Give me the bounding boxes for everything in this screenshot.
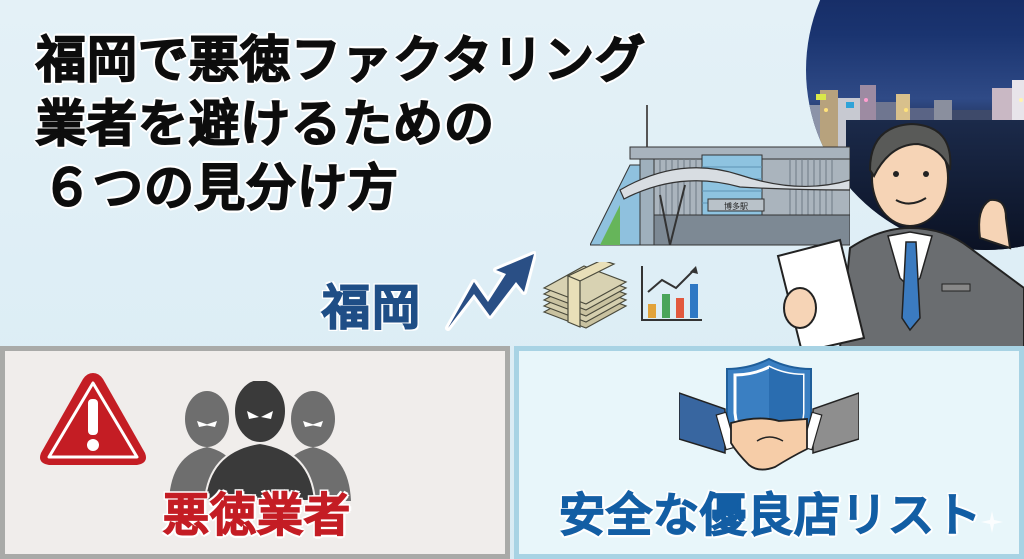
villains-icon bbox=[169, 381, 351, 501]
shield-handshake-icon bbox=[679, 357, 859, 471]
region-label: 福岡 bbox=[321, 279, 423, 337]
page-title: 福岡で悪徳ファクタリング 業者を避けるための ６つの見分け方 bbox=[35, 28, 646, 220]
safe-list-panel: 安全な優良店リスト bbox=[514, 346, 1024, 559]
bad-vendor-label: 悪徳業者 bbox=[162, 487, 351, 542]
businessman-illustration bbox=[776, 122, 1024, 348]
sparkle-icon bbox=[981, 511, 1003, 533]
title-line-2: 業者を避けるための bbox=[35, 94, 495, 154]
rising-arrow-icon bbox=[445, 251, 536, 331]
title-line-3: ６つの見分け方 bbox=[41, 158, 399, 218]
warning-triangle-icon bbox=[40, 373, 146, 465]
money-stack-icon bbox=[542, 262, 628, 329]
station-illustration: 博多駅 bbox=[590, 105, 850, 246]
safe-list-label: 安全な優良店リスト bbox=[558, 487, 982, 542]
station-sign: 博多駅 bbox=[724, 201, 748, 211]
bad-vendor-panel: 悪徳業者 bbox=[0, 346, 510, 559]
bar-chart-icon bbox=[641, 266, 702, 321]
title-line-1: 福岡で悪徳ファクタリング bbox=[35, 30, 646, 90]
